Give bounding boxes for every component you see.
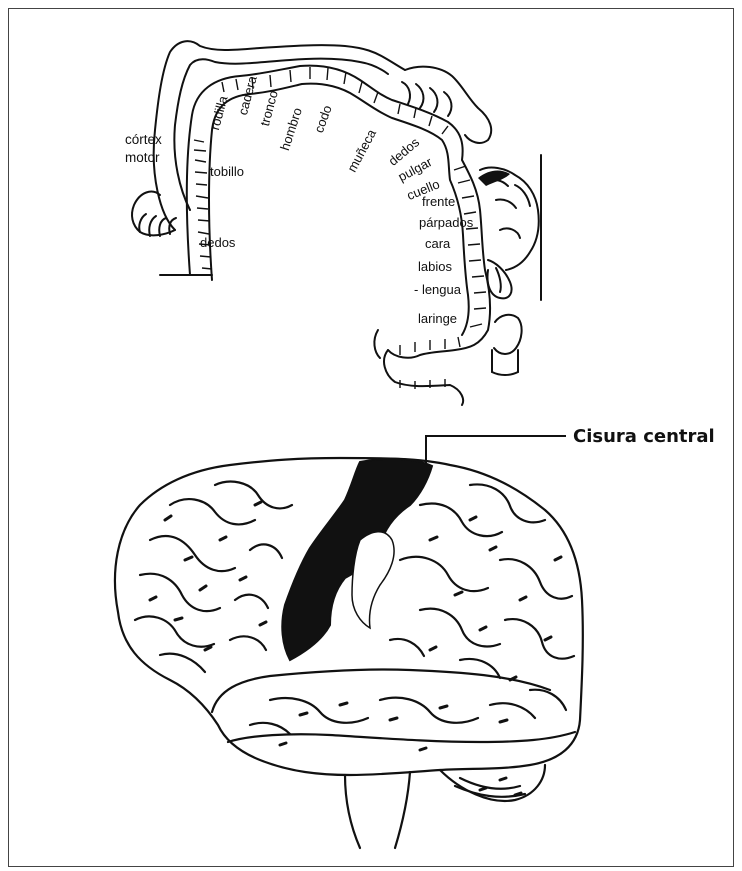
cortex-motor-label-line2: motor xyxy=(125,151,160,165)
homunculus-label-parpados: párpados xyxy=(419,216,473,229)
homunculus-label-frente: frente xyxy=(422,195,455,208)
homunculus-label-tobillo: tobillo xyxy=(210,165,244,178)
homunculus-label-labios: labios xyxy=(418,260,452,273)
cortex-motor-label-line1: córtex xyxy=(125,133,162,147)
homunculus-label-lengua: - lengua xyxy=(414,283,461,296)
homunculus-label-laringe: laringe xyxy=(418,312,457,325)
central-sulcus-label: Cisura central xyxy=(573,426,715,447)
homunculus-label-cara: cara xyxy=(425,237,450,250)
homunculus-label-dedos-foot: dedos xyxy=(200,236,235,249)
